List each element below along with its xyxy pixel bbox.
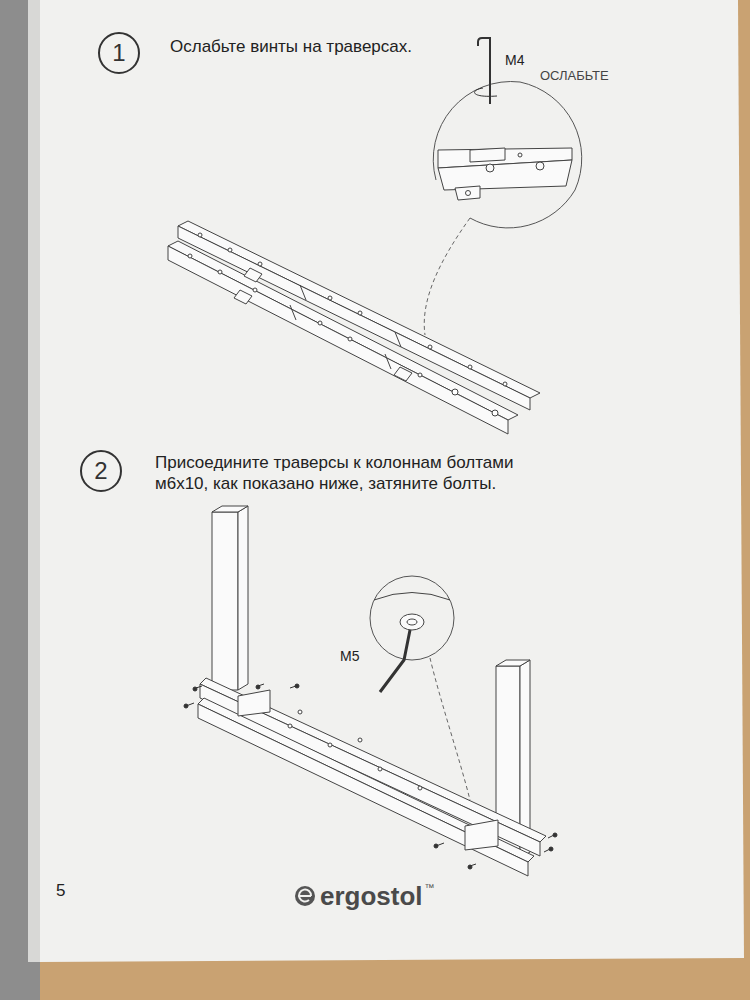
instruction-text: Ослабьте винты на траверсах. [170,36,470,57]
hex-key [478,38,490,104]
logo-mark [299,890,311,902]
step-number: 2 [80,450,122,492]
rail-holes [188,233,507,416]
traverse-frame [198,678,546,876]
bolts-m6x10 [184,684,557,869]
page-number: 5 [56,880,65,901]
paper-sheet [40,0,744,962]
fastener-size: M4 [505,52,524,70]
detail-rail [438,148,572,200]
frame-holes [288,710,422,790]
trademark-mark: ™ [425,882,435,895]
logo-icon [295,886,315,906]
brand-logo: ergostol [320,880,423,913]
fastener-size: M5 [340,648,359,666]
step-number-text: 2 [94,457,107,485]
traverse-rails [168,221,540,434]
lifting-columns [212,506,530,858]
instruction-text: Присоедините траверсы к колоннам болтами… [155,452,535,495]
detail-circle [433,82,581,228]
rotate-arrow [475,88,497,96]
leader-line [424,218,470,335]
action-note: ОСЛАБЬТЕ [540,68,609,84]
binder-strip [0,0,40,1000]
rail-tabs [234,268,412,381]
step-number-text: 1 [112,39,125,67]
detail-bolt [374,593,450,631]
hex-key [380,630,410,692]
detail-circle [370,576,454,660]
leader-line [430,658,470,800]
step-number: 1 [98,32,140,74]
paper-edge [28,0,40,962]
